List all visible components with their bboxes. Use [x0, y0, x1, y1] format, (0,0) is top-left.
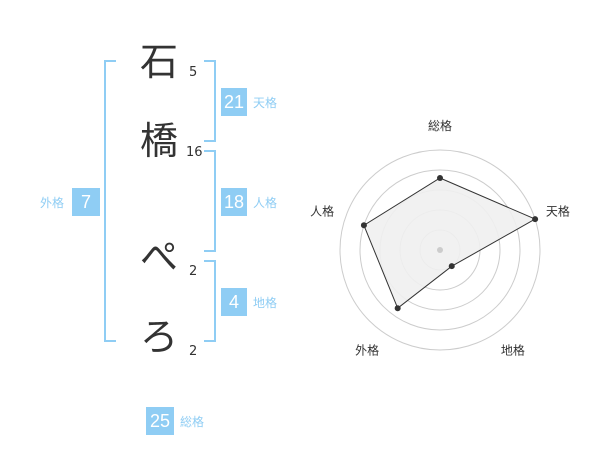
name-char-2: 橋	[139, 119, 178, 163]
stroke-count-4: 2	[189, 344, 198, 359]
jinkaku-value: 18	[221, 188, 247, 216]
radar-point-2	[448, 263, 455, 270]
name-char-3: ぺ	[139, 235, 178, 279]
name-char-1: 石	[139, 40, 178, 84]
tenkaku-value: 21	[221, 88, 247, 116]
tenkaku-bracket	[204, 60, 216, 142]
radar-point-0	[437, 175, 443, 181]
radar-point-3	[394, 305, 401, 312]
radar-center-dot	[437, 247, 443, 253]
gaikaku-label: 外格	[40, 196, 65, 210]
chikaku-label: 地格	[253, 296, 278, 310]
jinkaku-bracket	[204, 150, 216, 252]
radar-axis-label-chikaku: 地格	[501, 342, 525, 357]
radar-axis-label-tenkaku: 天格	[546, 204, 570, 219]
tenkaku-label: 天格	[253, 96, 278, 110]
radar-axis-label-gaikaku: 外格	[355, 342, 379, 357]
name-char-4: ろ	[139, 315, 178, 359]
stroke-count-3: 2	[189, 264, 198, 279]
radar-point-1	[532, 216, 539, 223]
soukaku-label: 総格	[180, 415, 205, 429]
radar-point-4	[360, 222, 367, 229]
radar-ring	[359, 169, 521, 331]
radar-axis-label-soukaku: 総格	[428, 118, 452, 133]
radar-points	[360, 175, 539, 312]
radar-axis-label-jinkaku: 人格	[310, 204, 334, 219]
fortune-radar-chart: 総格 天格 地格 外格 人格	[310, 118, 570, 357]
jinkaku-label: 人格	[253, 196, 278, 210]
chikaku-bracket	[204, 260, 216, 342]
radar-area	[363, 177, 537, 309]
gaikaku-bracket	[104, 60, 116, 342]
stroke-count-1: 5	[189, 65, 198, 80]
gaikaku-value: 7	[72, 188, 100, 216]
chikaku-value: 4	[221, 288, 247, 316]
soukaku-value: 25	[146, 407, 174, 435]
stroke-count-2: 16	[186, 145, 203, 160]
